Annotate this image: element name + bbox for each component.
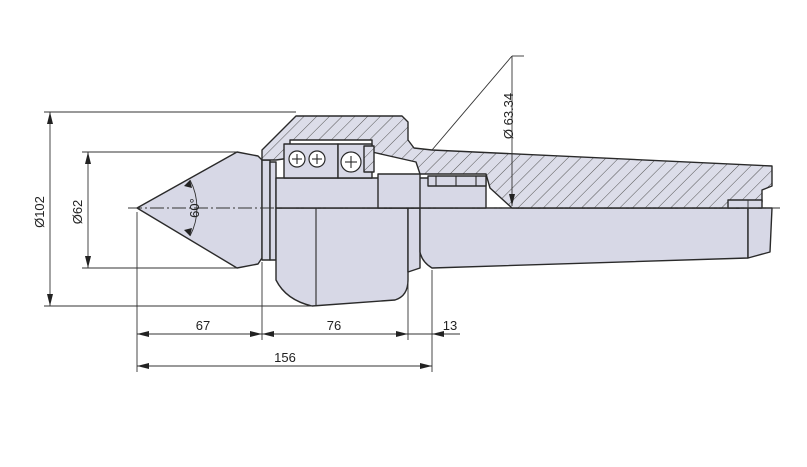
ball-bearing-3	[340, 151, 362, 173]
needle-bearing	[427, 175, 487, 187]
dim-length-total-label: 156	[274, 350, 296, 365]
tang-lower	[747, 207, 773, 259]
dim-head-diameter-label: Ø62	[70, 200, 85, 225]
dim-length-cone-label: 67	[196, 318, 210, 333]
part-section-view	[261, 115, 773, 209]
dim-outer-diameter: Ø102	[32, 111, 316, 307]
neck-ring-2	[269, 161, 277, 261]
dim-length-flange-label: 13	[443, 318, 457, 333]
tang-slot	[727, 199, 763, 209]
dim-taper-diameter-label: Ø 63.34	[501, 93, 516, 139]
dim-cone-angle-label: 60°	[187, 198, 202, 218]
ball-bearing-1	[288, 150, 306, 168]
dim-outer-diameter-label: Ø102	[32, 196, 47, 228]
collar-lower	[407, 207, 421, 273]
spindle-step	[377, 173, 421, 209]
dim-lengths: 67 76 13 156	[136, 212, 460, 372]
taper-shank-lower	[419, 207, 749, 269]
main-body-lower	[275, 207, 409, 307]
part-outer-view	[136, 151, 773, 307]
dim-cone-angle: 60°	[184, 179, 202, 237]
dim-length-body-label: 76	[327, 318, 341, 333]
neck-ring-1	[261, 159, 271, 261]
dim-taper-diameter: Ø 63.34	[431, 55, 524, 206]
dim-head-diameter: Ø62	[70, 151, 237, 269]
seal-ring	[363, 145, 375, 173]
ball-bearing-2	[308, 150, 326, 168]
